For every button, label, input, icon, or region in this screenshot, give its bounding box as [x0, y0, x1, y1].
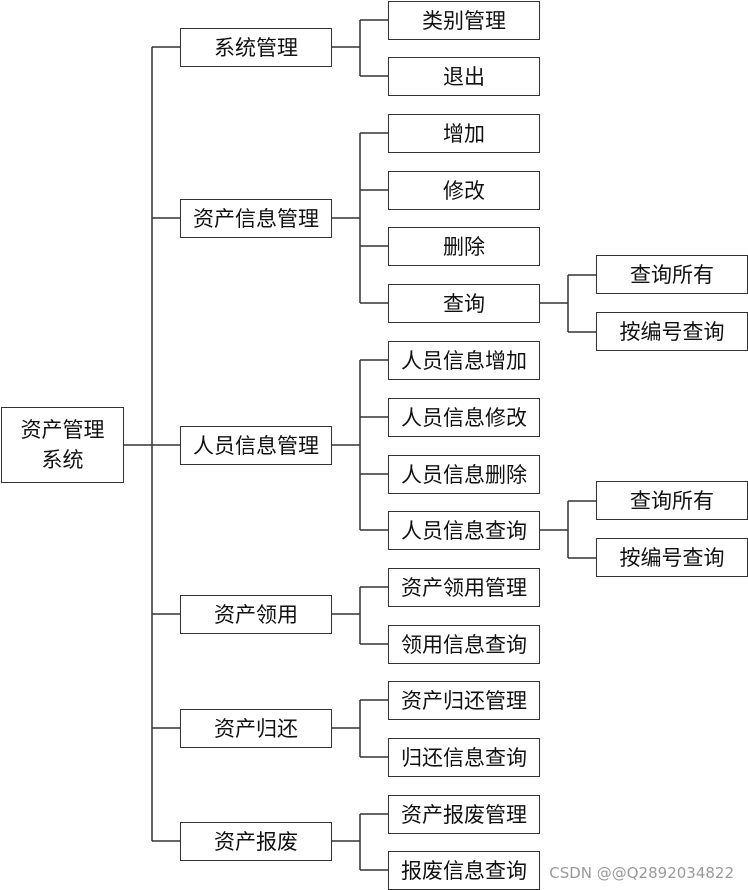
module-staff-info: 人员信息管理	[180, 426, 332, 465]
node-asset-delete: 删除	[388, 227, 540, 266]
module-asset-info: 资产信息管理	[180, 199, 332, 238]
root-label: 资产管理系统	[20, 418, 105, 472]
node-label: 人员信息增加	[401, 348, 527, 373]
node-label: 领用信息查询	[401, 632, 527, 657]
node-label: 按编号查询	[619, 545, 725, 570]
node-label: 删除	[443, 234, 485, 259]
node-label: 退出	[443, 64, 485, 89]
module-asset-return: 资产归还	[180, 709, 332, 748]
module-label: 资产报废	[214, 829, 298, 854]
node-label: 查询所有	[630, 488, 714, 513]
module-label: 资产信息管理	[193, 206, 319, 231]
node-label: 归还信息查询	[401, 745, 527, 770]
module-label: 资产领用	[214, 602, 298, 627]
node-borrow-management: 资产领用管理	[388, 568, 540, 607]
node-staff-query-by-id: 按编号查询	[596, 538, 748, 577]
node-asset-query-by-id: 按编号查询	[596, 312, 748, 351]
node-scrap-query: 报废信息查询	[388, 851, 540, 890]
node-category-management: 类别管理	[388, 1, 540, 40]
module-asset-scrap: 资产报废	[180, 822, 332, 861]
node-asset-edit: 修改	[388, 171, 540, 210]
module-system-management: 系统管理	[180, 28, 332, 67]
node-staff-add: 人员信息增加	[388, 341, 540, 380]
node-borrow-query: 领用信息查询	[388, 625, 540, 664]
module-asset-borrow: 资产领用	[180, 595, 332, 634]
node-asset-query-all: 查询所有	[596, 255, 748, 294]
node-asset-add: 增加	[388, 114, 540, 153]
module-label: 资产归还	[214, 716, 298, 741]
node-scrap-management: 资产报废管理	[388, 795, 540, 834]
node-label: 类别管理	[422, 8, 506, 33]
node-label: 报废信息查询	[401, 858, 527, 883]
node-staff-query: 人员信息查询	[388, 511, 540, 550]
node-label: 人员信息查询	[401, 518, 527, 543]
node-staff-delete: 人员信息删除	[388, 455, 540, 494]
watermark: CSDN @@Q2892034822	[549, 864, 734, 882]
node-staff-query-all: 查询所有	[596, 481, 748, 520]
node-label: 人员信息修改	[401, 405, 527, 430]
node-label: 资产领用管理	[401, 575, 527, 600]
module-label: 系统管理	[214, 35, 298, 60]
node-label: 修改	[443, 178, 485, 203]
root-node: 资产管理系统	[1, 407, 124, 483]
node-label: 增加	[443, 121, 485, 146]
node-label: 查询所有	[630, 262, 714, 287]
node-label: 资产归还管理	[401, 688, 527, 713]
node-exit: 退出	[388, 57, 540, 96]
node-label: 查询	[443, 291, 485, 316]
node-label: 人员信息删除	[401, 462, 527, 487]
node-asset-query: 查询	[388, 284, 540, 323]
node-staff-edit: 人员信息修改	[388, 398, 540, 437]
node-return-query: 归还信息查询	[388, 738, 540, 777]
node-return-management: 资产归还管理	[388, 681, 540, 720]
node-label: 按编号查询	[619, 319, 725, 344]
module-label: 人员信息管理	[193, 433, 319, 458]
node-label: 资产报废管理	[401, 802, 527, 827]
